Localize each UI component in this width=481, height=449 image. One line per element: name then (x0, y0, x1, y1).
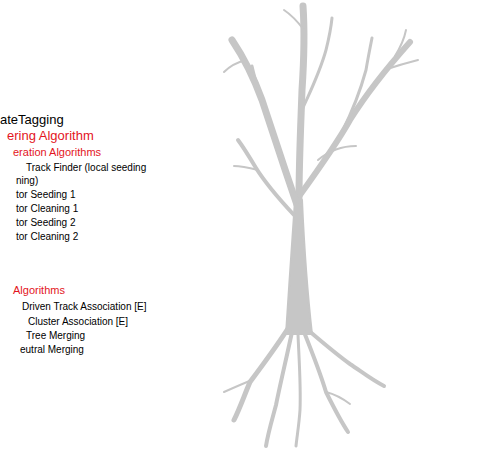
list-item: tor Seeding 1 (16, 189, 76, 200)
list-item: Track Finder (local seeding (26, 162, 146, 173)
list-item: tor Cleaning 2 (16, 231, 78, 242)
list-item: eutral Merging (20, 344, 84, 355)
section-heading: ering Algorithm (7, 129, 94, 143)
list-item: tor Seeding 2 (16, 217, 76, 228)
list-item: tor Cleaning 1 (16, 203, 78, 214)
list-item: ning) (16, 175, 38, 186)
section-heading: eration Algorithms (13, 146, 101, 158)
list-item: Cluster Association [E] (28, 316, 128, 327)
list-item: ateTagging (0, 113, 64, 127)
list-item: Driven Track Association [E] (22, 301, 147, 312)
list-item: Tree Merging (26, 330, 85, 341)
section-heading: Algorithms (13, 284, 65, 296)
